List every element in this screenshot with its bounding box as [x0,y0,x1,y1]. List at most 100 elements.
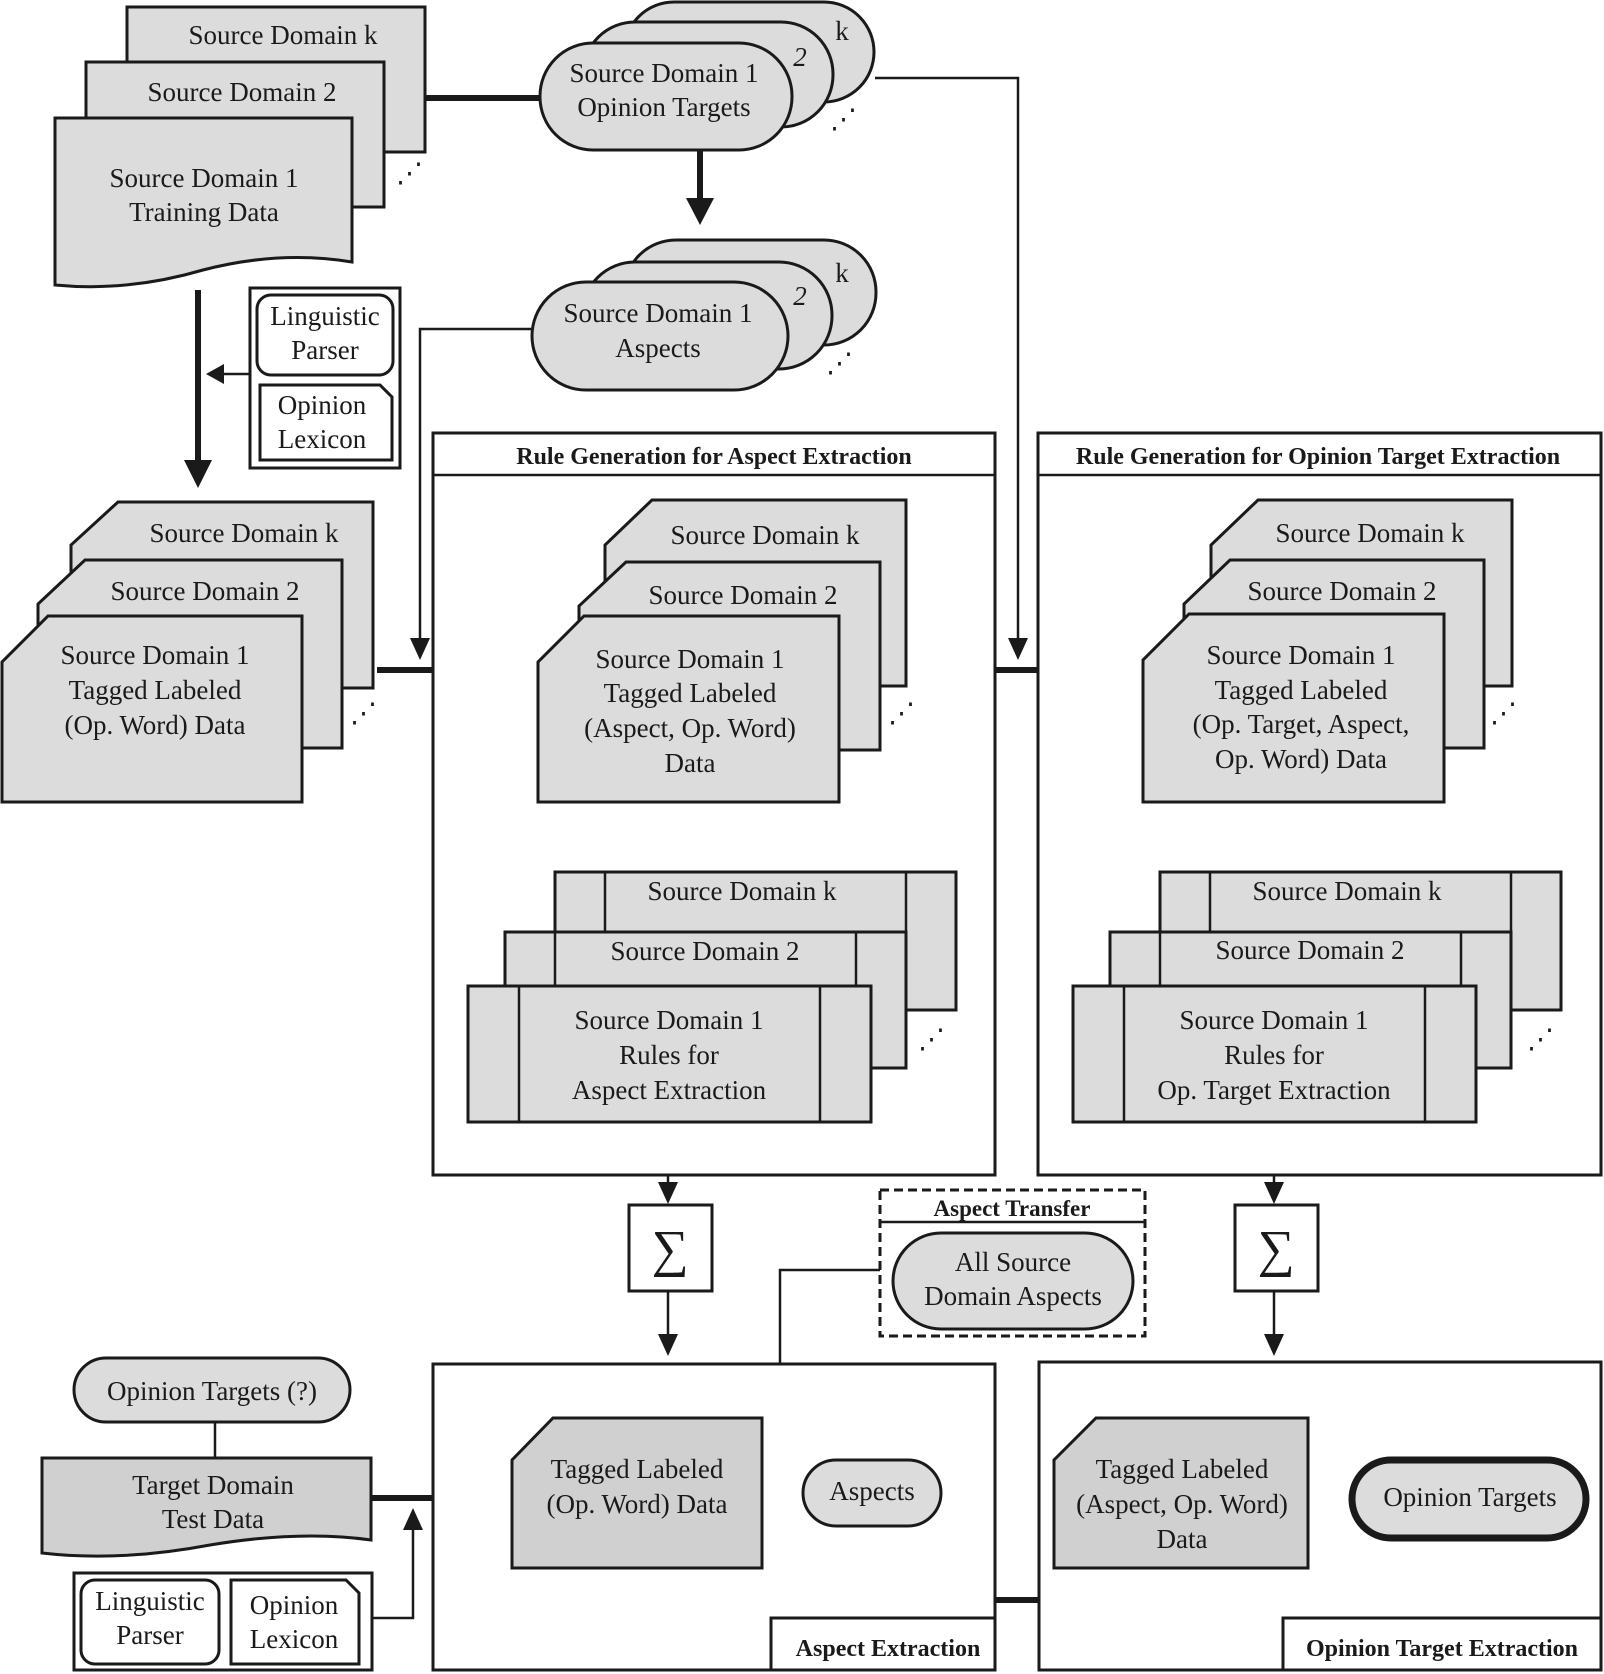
aspect-data-1-sublabel: Tagged Labeled [604,678,777,708]
targets-pill-1 [538,41,794,152]
ellipsis-icon: ⋰ [826,348,853,378]
linguistic-parser [255,293,395,377]
aspects-stack: k 2 Source Domain 1 Aspects ⋰ [530,238,878,392]
opinion-lexicon-bottom [229,1578,361,1666]
aspects-k-label: k [835,258,849,288]
target-extraction-data-sublabel-2: Data [1157,1524,1208,1554]
connector-targets-to-rule-gen [875,76,1020,650]
tagged-doc-1 [0,614,304,804]
aspect-extraction-data-sublabel: (Op. Word) Data [546,1489,727,1519]
target-rules-1-sublabel: Rules for [1224,1040,1324,1070]
ellipsis-icon: ⋰ [1490,698,1517,728]
arrowhead [1008,638,1028,660]
aspect-data-1-sublabel-2: (Aspect, Op. Word) [584,713,796,743]
target-data-1-sublabel-2: (Op. Target, Aspect, [1193,709,1410,739]
ellipsis-icon: ⋰ [1527,1024,1554,1054]
opinion-lexicon [258,383,394,462]
target-extraction-data-label: Tagged Labeled [1096,1454,1269,1484]
opinion-targets-result-pill [1348,1456,1590,1542]
aspect-data-doc-1 [536,614,841,804]
aspect-data-1-sublabel-3: Data [665,748,716,778]
arrowhead [658,1334,678,1356]
target-extraction-title: Opinion Target Extraction [1306,1636,1578,1662]
arrowhead [658,1182,678,1204]
tagged-k-label: Source Domain k [150,518,339,548]
aspects-1-label: Source Domain 1 [564,298,753,328]
training-k-label: Source Domain k [189,20,378,50]
target-data-doc-1 [1141,612,1446,804]
aspect-data-1-label: Source Domain 1 [596,644,785,674]
target-data-1-label: Source Domain 1 [1207,640,1396,670]
lexicon-bottom-label: Opinion [250,1590,339,1620]
aspect-extraction-title-box [769,1616,997,1672]
target-extraction-data-sublabel: (Aspect, Op. Word) [1076,1489,1288,1519]
lexicon-bottom-sublabel: Lexicon [250,1624,339,1654]
target-extraction-data-doc [1052,1416,1310,1570]
tagged-2-label: Source Domain 2 [111,576,300,606]
aspect-extraction-panel: Tagged Labeled (Op. Word) Data Aspects A… [431,1362,997,1672]
test-data-doc [40,1456,373,1558]
parser-label: Linguistic [270,301,380,331]
targets-1-label: Source Domain 1 [570,58,759,88]
aspect-rules-1-label: Source Domain 1 [575,1005,764,1035]
rule-gen-aspect-panel: Rule Generation for Aspect Extraction So… [431,431,997,1177]
training-1-sublabel: Training Data [129,197,279,227]
rule-gen-target-title: Rule Generation for Opinion Target Extra… [1076,444,1560,470]
arrowhead [686,198,714,225]
sigma-icon: ∑ [1257,1221,1294,1278]
sigma-target: ∑ [1233,1203,1320,1293]
parser-bottom-sublabel: Parser [116,1620,183,1650]
ellipsis-icon: ⋰ [918,1024,945,1054]
aspects-result-label: Aspects [829,1476,914,1506]
target-rules-1-sublabel-2: Op. Target Extraction [1157,1075,1391,1105]
target-data-1-sublabel-3: Op. Word) Data [1215,744,1387,774]
sigma-target-box [1233,1203,1320,1293]
rule-gen-aspect-title: Rule Generation for Aspect Extraction [516,444,912,470]
aspect-extraction-data-doc [510,1416,764,1570]
target-data-k-label: Source Domain k [1276,518,1465,548]
ellipsis-icon: ⋰ [888,698,915,728]
target-data-2-label: Source Domain 2 [1248,576,1437,606]
aspect-data-k-label: Source Domain k [671,520,860,550]
ellipsis-icon: ⋰ [830,104,857,134]
arrowhead [410,638,430,660]
lexicon-label: Opinion [278,390,367,420]
training-2-label: Source Domain 2 [148,77,337,107]
opinion-targets-stack: k 2 Source Domain 1 Opinion Targets ⋰ [538,0,876,152]
target-rules-2-label: Source Domain 2 [1216,935,1405,965]
aspect-data-2-label: Source Domain 2 [649,580,838,610]
aspect-extraction-title: Aspect Extraction [796,1636,981,1662]
aspect-transfer-title: Aspect Transfer [934,1196,1091,1221]
sigma-aspect-box [627,1203,714,1293]
left-tagged-stack: Source Domain k Source Domain 2 Source D… [0,500,377,804]
target-rules-doc-1 [1071,984,1478,1124]
target-extraction-panel: Tagged Labeled (Aspect, Op. Word) Data O… [1037,1360,1603,1672]
ellipsis-icon: ⋰ [350,698,377,728]
target-extraction-title-box [1281,1616,1603,1672]
tagged-1-label: Source Domain 1 [61,640,250,670]
all-aspects-sublabel: Domain Aspects [924,1281,1102,1311]
tagged-1-sublabel-2: (Op. Word) Data [64,710,245,740]
bottom-left: Opinion Targets (?) Target Domain Test D… [40,1356,374,1672]
parser-bottom-label: Linguistic [95,1586,205,1616]
connector-aspects-to-rule-gen [418,327,532,650]
aspect-rules-k-label: Source Domain k [648,876,837,906]
targets-2-label: 2 [793,42,807,72]
opinion-targets-question-pill [72,1356,352,1424]
rule-gen-target-panel: Rule Generation for Opinion Target Extra… [1036,431,1603,1177]
aspect-rules-1-sublabel-2: Aspect Extraction [572,1075,767,1105]
training-1-label: Source Domain 1 [110,163,299,193]
targets-1-sublabel: Opinion Targets [577,92,750,122]
test-data-label: Target Domain [132,1470,294,1500]
all-aspects-label: All Source [955,1247,1071,1277]
aspect-extraction-data-label: Tagged Labeled [551,1454,724,1484]
aspects-result-pill [801,1458,943,1528]
training-doc-1 [53,116,354,289]
arrowhead [1264,1182,1284,1204]
test-data-sublabel: Test Data [162,1504,264,1534]
aspect-transfer: Aspect Transfer All Source Domain Aspect… [878,1188,1147,1338]
parser-lexicon-top: Linguistic Parser Opinion Lexicon [248,286,402,470]
aspects-1-sublabel: Aspects [615,333,700,363]
aspects-pill-1 [530,280,790,392]
